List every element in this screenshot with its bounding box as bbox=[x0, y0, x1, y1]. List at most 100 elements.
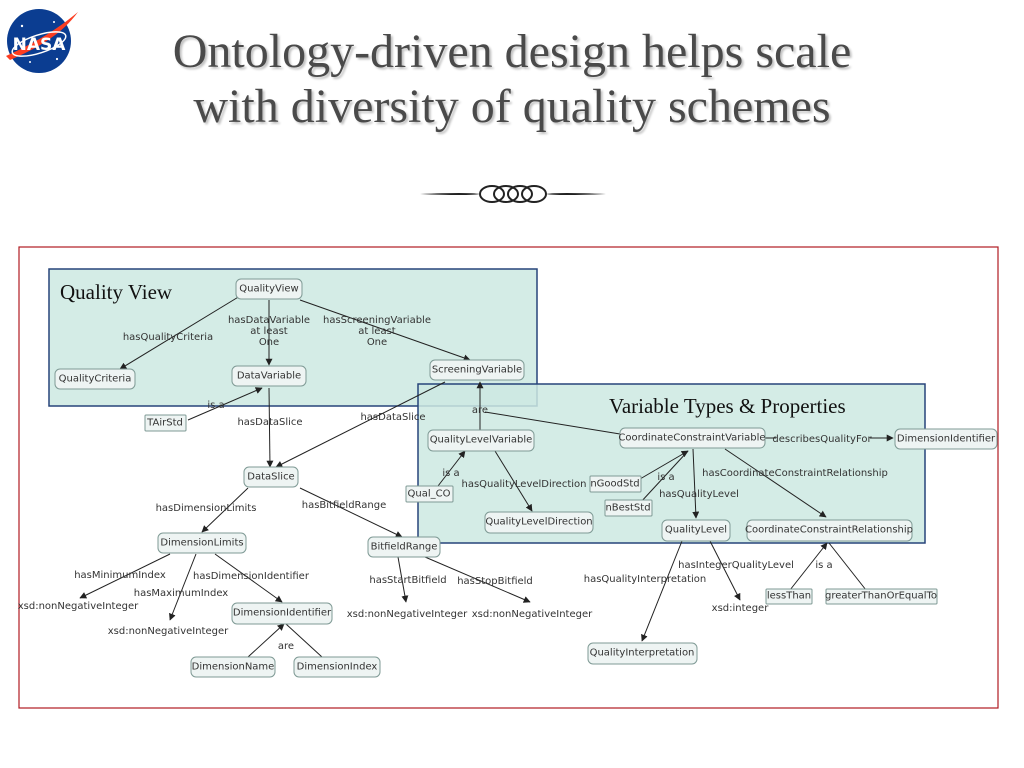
edge-label: hasQualityLevel bbox=[659, 489, 739, 500]
edge-label: hasDimensionLimits bbox=[156, 503, 257, 514]
slide-title-line-2: with diversity of quality schemes bbox=[193, 80, 831, 134]
edge-label: is a bbox=[442, 468, 459, 479]
region-title-quality-view: Quality View bbox=[60, 280, 173, 304]
terminal-xsd: xsd:nonNegativeInteger bbox=[18, 601, 139, 612]
edge-label: hasDataSlice bbox=[360, 412, 425, 423]
node-screeningvariable: ScreeningVariable bbox=[429, 359, 525, 381]
svg-text:CoordinateConstraintRelationsh: CoordinateConstraintRelationship bbox=[745, 525, 913, 536]
terminal-xsd: xsd:nonNegativeInteger bbox=[347, 609, 468, 620]
terminal-xsd: xsd:nonNegativeInteger bbox=[108, 626, 229, 637]
svg-text:QualityCriteria: QualityCriteria bbox=[59, 374, 132, 385]
svg-text:DimensionIdentifier: DimensionIdentifier bbox=[233, 608, 332, 619]
edge-label: hasIntegerQualityLevel bbox=[678, 560, 794, 571]
node-tairstd: TAirStd bbox=[144, 414, 187, 432]
edge-label: hasDataVariable bbox=[228, 315, 310, 326]
edge-dimlimits-min bbox=[79, 553, 171, 599]
svg-text:QualityLevel: QualityLevel bbox=[665, 525, 727, 536]
edge-label: One bbox=[259, 337, 279, 348]
svg-text:DataVariable: DataVariable bbox=[237, 371, 301, 382]
svg-text:QualityLevelVariable: QualityLevelVariable bbox=[430, 435, 533, 446]
edge-label: are bbox=[472, 405, 488, 416]
svg-text:BitfieldRange: BitfieldRange bbox=[371, 542, 438, 553]
node-qualityleveldirection: QualityLevelDirection bbox=[484, 511, 594, 534]
node-dimensionname: DimensionName bbox=[190, 656, 276, 678]
edge-label: hasCoordinateConstraintRelationship bbox=[702, 468, 888, 479]
svg-text:TAirStd: TAirStd bbox=[146, 418, 183, 429]
node-bitfieldrange: BitfieldRange bbox=[367, 536, 441, 558]
edge-label: hasMinimumIndex bbox=[74, 570, 166, 581]
edge-label: hasStartBitfield bbox=[369, 575, 446, 586]
node-qualitylevelvariable: QualityLevelVariable bbox=[427, 429, 535, 452]
edge-label: at least bbox=[250, 326, 287, 337]
svg-text:DimensionIdentifier: DimensionIdentifier bbox=[897, 434, 996, 445]
edge-labels: hasQualityCriteria hasDataVariable at le… bbox=[74, 315, 888, 652]
edge-label: hasDataSlice bbox=[237, 417, 302, 428]
edge-tairstd-datavariable bbox=[187, 387, 263, 421]
edge-label: is a bbox=[815, 560, 832, 571]
edge-qualco-qlv bbox=[437, 450, 466, 487]
node-qualityview: QualityView bbox=[235, 278, 303, 300]
node-coordinateconstraintrelationship: CoordinateConstraintRelationship bbox=[745, 519, 913, 542]
node-datavariable: DataVariable bbox=[231, 365, 307, 387]
edge-label: is a bbox=[207, 400, 224, 411]
node-qualitylevel: QualityLevel bbox=[661, 519, 731, 542]
svg-text:nGoodStd: nGoodStd bbox=[590, 479, 639, 490]
region-title-variable-types: Variable Types & Properties bbox=[609, 394, 846, 418]
terminal-xsd: xsd:nonNegativeInteger bbox=[472, 609, 593, 620]
edge-dataslice-dimensionlimits bbox=[201, 487, 249, 533]
node-qualityinterpretation: QualityInterpretation bbox=[587, 642, 698, 665]
edge-dimlimits-max bbox=[169, 553, 197, 621]
svg-text:QualityInterpretation: QualityInterpretation bbox=[590, 648, 695, 659]
edge-label: at least bbox=[358, 326, 395, 337]
node-qualitycriteria: QualityCriteria bbox=[54, 368, 136, 390]
edge-ccv-ccr bbox=[724, 448, 827, 518]
edge-qlv-qld bbox=[494, 450, 533, 512]
svg-text:ScreeningVariable: ScreeningVariable bbox=[432, 365, 522, 376]
edge-lessthan-ccr bbox=[789, 542, 828, 591]
svg-text:lessThan: lessThan bbox=[767, 591, 811, 602]
edge-nbeststd-ccv bbox=[639, 450, 689, 504]
svg-text:QualityLevelDirection: QualityLevelDirection bbox=[485, 517, 592, 528]
node-greaterthanorequalto: greaterThanOrEqualTo bbox=[825, 588, 938, 605]
node-dataslice: DataSlice bbox=[243, 466, 299, 488]
node-dimensionidentifier-right: DimensionIdentifier bbox=[894, 428, 998, 450]
node-dimensionindex: DimensionIndex bbox=[293, 656, 381, 678]
slide-title-line-1: Ontology-driven design helps scale bbox=[172, 25, 852, 78]
edge-bitfield-start bbox=[397, 556, 409, 603]
edge-ql-integer bbox=[709, 540, 741, 601]
edge-label: hasQualityCriteria bbox=[123, 332, 213, 343]
edge-ccv-screening bbox=[484, 411, 621, 435]
edge-ql-interpretation bbox=[641, 540, 683, 642]
edge-label: is a bbox=[657, 472, 674, 483]
node-qual-co: Qual_CO bbox=[405, 485, 454, 503]
edge-qualityview-criteria bbox=[119, 295, 241, 370]
node-nbeststd: nBestStd bbox=[604, 499, 653, 517]
edge-ccv-qualitylevel bbox=[692, 448, 700, 519]
node-dimensionidentifier: DimensionIdentifier bbox=[231, 602, 333, 625]
svg-text:DimensionIndex: DimensionIndex bbox=[297, 662, 378, 673]
edge-ngoodstd-ccv bbox=[639, 450, 689, 480]
diagram-frame bbox=[18, 246, 999, 709]
terminals: xsd:nonNegativeInteger xsd:nonNegativeIn… bbox=[18, 601, 769, 637]
svg-text:Qual_CO: Qual_CO bbox=[408, 489, 451, 500]
edge-screening-dataslice bbox=[275, 381, 446, 468]
edge-label: hasQualityInterpretation bbox=[584, 574, 706, 585]
ornament-divider bbox=[420, 185, 606, 203]
edge-dimindex-dimid bbox=[285, 623, 323, 658]
edge-bitfield-stop bbox=[424, 556, 531, 603]
terminal-xsd: xsd:integer bbox=[712, 603, 770, 614]
edge-dimname-dimid bbox=[247, 623, 285, 658]
edge-dataslice-bitfieldrange bbox=[299, 487, 403, 538]
edge-dimlimits-dimid bbox=[214, 553, 283, 603]
svg-text:DimensionLimits: DimensionLimits bbox=[160, 538, 243, 549]
svg-text:nBestStd: nBestStd bbox=[605, 503, 650, 514]
edge-gte-ccr bbox=[828, 542, 867, 591]
svg-text:DataSlice: DataSlice bbox=[247, 472, 294, 483]
edge-label: hasMaximumIndex bbox=[134, 588, 229, 599]
edge-label: hasScreeningVariable bbox=[323, 315, 431, 326]
slide-title: Ontology-driven design helps scale with … bbox=[85, 24, 939, 134]
edge-datavariable-dataslice bbox=[266, 387, 274, 468]
nasa-logo-text: NASA bbox=[13, 35, 67, 55]
svg-text:greaterThanOrEqualTo: greaterThanOrEqualTo bbox=[825, 591, 937, 602]
svg-text:CoordinateConstraintVariable: CoordinateConstraintVariable bbox=[618, 433, 765, 444]
